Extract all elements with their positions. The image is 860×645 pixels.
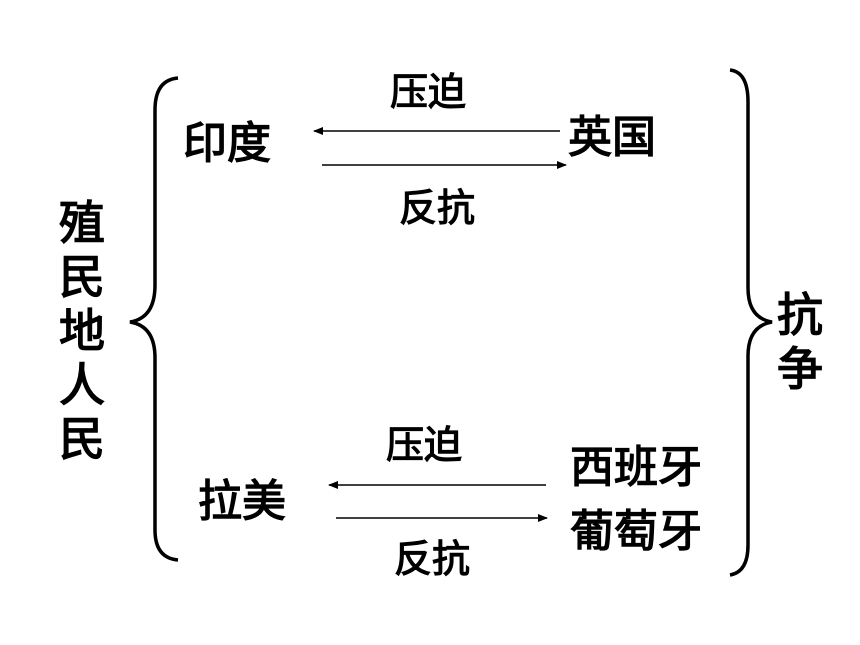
struggle-label: 抗争	[777, 288, 823, 396]
colonizer-spain: 西班牙	[570, 442, 702, 493]
left-brace	[129, 76, 179, 562]
colonial-people-label: 殖民地人民	[59, 196, 105, 466]
top-oppression-label: 压迫	[390, 70, 467, 114]
colony-india: 印度	[183, 118, 271, 169]
colony-latin-america: 拉美	[198, 476, 286, 527]
colonizer-portugal: 葡萄牙	[570, 506, 702, 557]
top-resistance-label: 反抗	[399, 186, 476, 230]
colonizer-britain: 英国	[568, 112, 656, 163]
bottom-resistance-label: 反抗	[394, 537, 471, 581]
bottom-oppression-label: 压迫	[386, 423, 463, 467]
right-brace	[729, 68, 773, 577]
